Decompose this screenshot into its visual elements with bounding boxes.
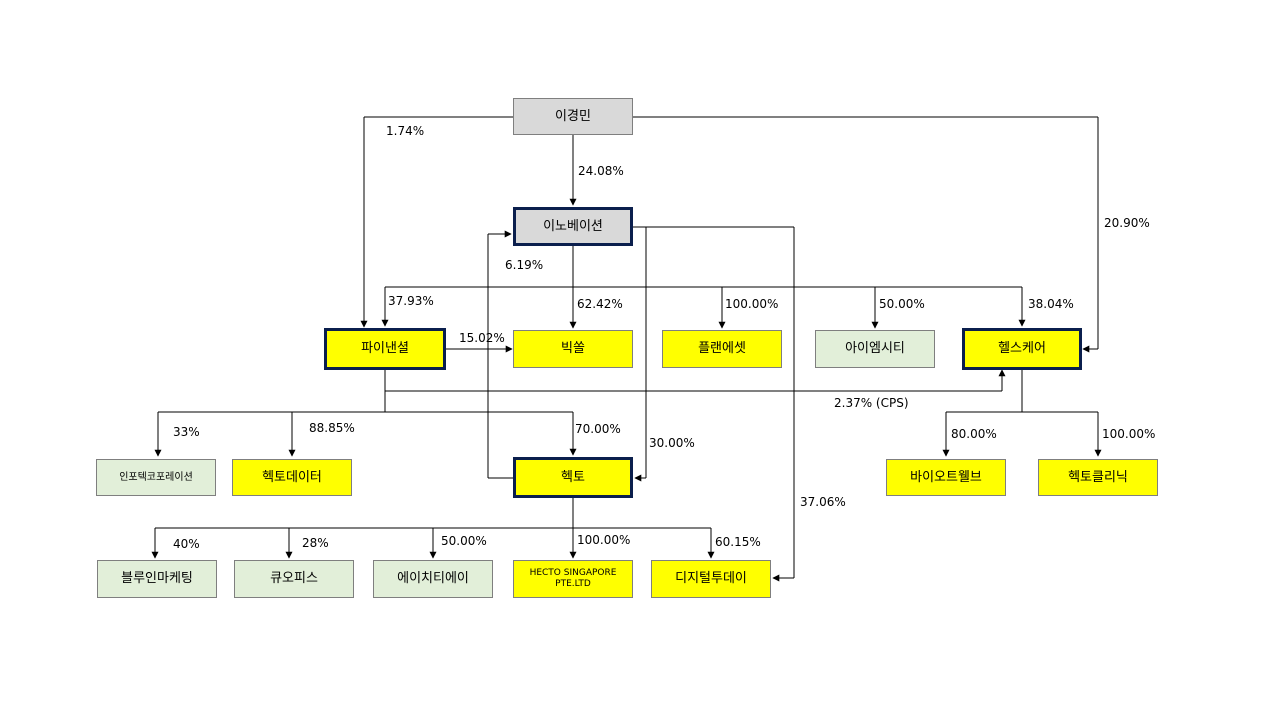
label-innovation-bigsol: 62.42% xyxy=(577,297,623,311)
label-innovation-hecto: 30.00% xyxy=(649,436,695,450)
node-hectodata: 헥토데이터 xyxy=(232,459,352,496)
label-innovation-healthcare: 38.04% xyxy=(1028,297,1074,311)
label-financial-infotech: 33% xyxy=(173,425,200,439)
node-hectoclinic: 헥토클리닉 xyxy=(1038,459,1158,496)
node-financial: 파이낸셜 xyxy=(324,328,446,370)
node-bigsol: 빅쏠 xyxy=(513,330,633,368)
node-infotech: 인포텍코포레이션 xyxy=(96,459,216,496)
node-digital-today: 디지털투데이 xyxy=(651,560,771,598)
node-hecto-singapore: HECTO SINGAPORE PTE.LTD xyxy=(513,560,633,598)
label-financial-bigsol: 15.02% xyxy=(459,331,505,345)
node-bluein: 블루인마케팅 xyxy=(97,560,217,598)
label-lee-healthcare: 20.90% xyxy=(1104,216,1150,230)
node-biowell: 바이오트웰브 xyxy=(886,459,1006,496)
node-hta: 에이치티에이 xyxy=(373,560,493,598)
label-healthcare-biowell: 80.00% xyxy=(951,427,997,441)
node-iemcity: 아이엠시티 xyxy=(815,330,935,368)
label-hecto-hta: 50.00% xyxy=(441,534,487,548)
node-qopis: 큐오피스 xyxy=(234,560,354,598)
node-hecto: 헥토 xyxy=(513,457,633,498)
node-healthcare: 헬스케어 xyxy=(962,328,1082,370)
label-lee-innovation: 24.08% xyxy=(578,164,624,178)
label-hecto-bluein: 40% xyxy=(173,537,200,551)
label-financial-hectodata: 88.85% xyxy=(309,421,355,435)
label-financial-healthcare: 2.37% (CPS) xyxy=(834,396,909,410)
label-hecto-digital: 60.15% xyxy=(715,535,761,549)
label-financial-hecto: 70.00% xyxy=(575,422,621,436)
label-hecto-singapore: 100.00% xyxy=(577,533,631,547)
node-planasset: 플랜에셋 xyxy=(662,330,782,368)
label-innovation-iemcity: 50.00% xyxy=(879,297,925,311)
label-innovation-digital: 37.06% xyxy=(800,495,846,509)
label-innovation-financial: 37.93% xyxy=(388,294,434,308)
label-healthcare-clinic: 100.00% xyxy=(1102,427,1156,441)
label-innovation-planasset: 100.00% xyxy=(725,297,779,311)
label-hecto-qopis: 28% xyxy=(302,536,329,550)
node-lee: 이경민 xyxy=(513,98,633,135)
node-innovation: 이노베이션 xyxy=(513,207,633,246)
label-lee-financial: 1.74% xyxy=(386,124,425,138)
label-hecto-innovation: 6.19% xyxy=(505,258,544,272)
